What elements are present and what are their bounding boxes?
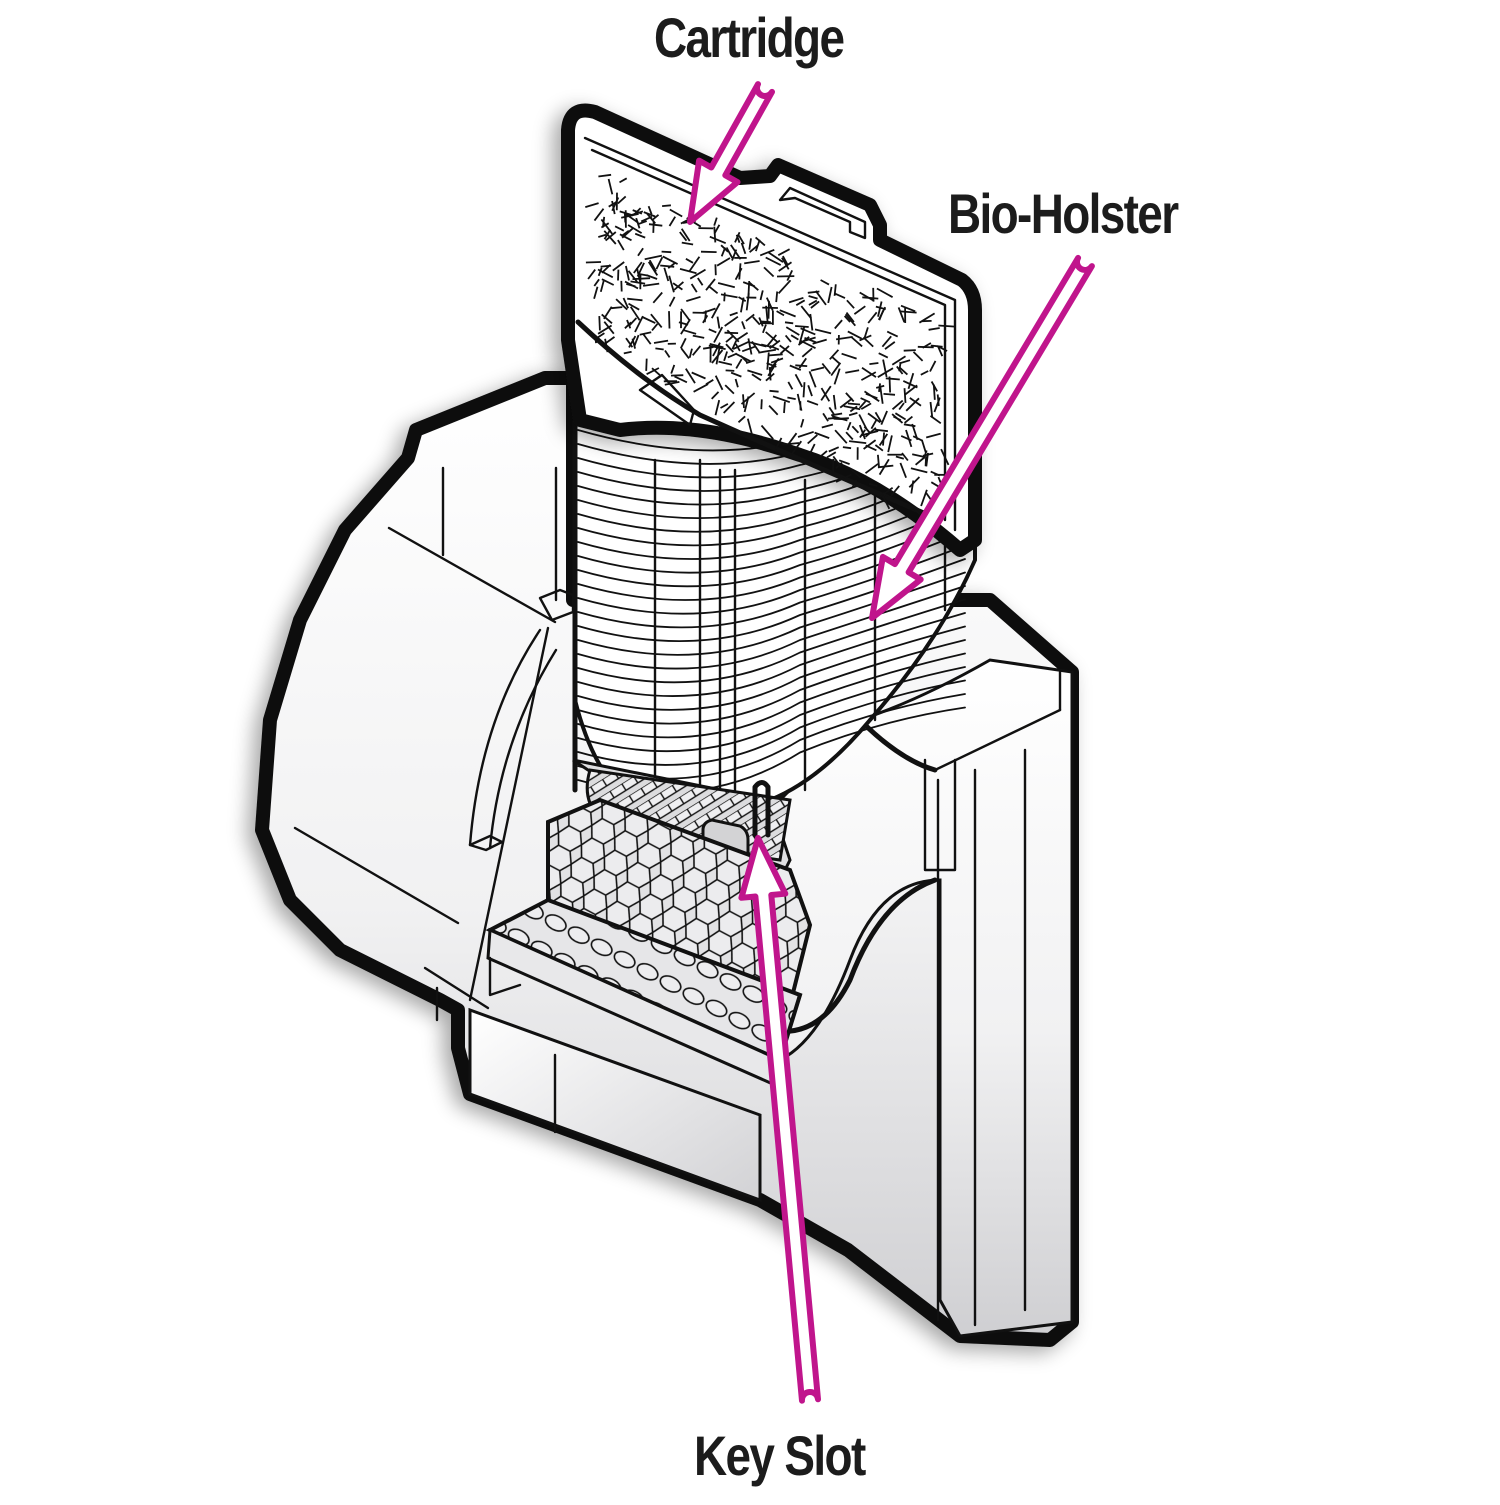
fiber-mark bbox=[784, 402, 785, 413]
fiber-mark bbox=[848, 404, 860, 405]
fiber-mark bbox=[599, 316, 600, 330]
fiber-mark bbox=[918, 347, 934, 348]
fiber-mark bbox=[743, 394, 744, 408]
fiber-mark bbox=[601, 266, 612, 267]
fiber-mark bbox=[843, 447, 851, 448]
fiber-mark bbox=[714, 227, 715, 243]
fiber-mark bbox=[726, 370, 735, 371]
label-cartridge: Cartridge bbox=[654, 10, 843, 66]
fiber-mark bbox=[884, 394, 896, 395]
fiber-mark bbox=[662, 205, 671, 206]
fiber-mark bbox=[905, 388, 906, 403]
fiber-mark bbox=[646, 359, 647, 371]
fiber-mark bbox=[586, 262, 601, 263]
fiber-mark bbox=[748, 281, 749, 297]
fiber-mark bbox=[795, 326, 809, 327]
fiber-mark bbox=[890, 377, 891, 393]
fiber-mark bbox=[785, 322, 793, 323]
fiber-mark bbox=[934, 385, 935, 400]
fiber-mark bbox=[611, 307, 622, 308]
fiber-mark bbox=[904, 350, 916, 351]
fiber-mark bbox=[770, 391, 779, 392]
label-bio-holster: Bio-Holster bbox=[948, 186, 1177, 242]
fiber-mark bbox=[761, 399, 762, 409]
fiber-mark bbox=[595, 335, 596, 343]
fiber-mark bbox=[761, 322, 771, 323]
fiber-mark bbox=[724, 293, 725, 302]
fiber-mark bbox=[655, 348, 663, 349]
fiber-mark bbox=[926, 456, 927, 466]
fiber-mark bbox=[768, 354, 783, 355]
fiber-mark bbox=[938, 326, 955, 327]
fiber-mark bbox=[938, 394, 939, 406]
fiber-mark bbox=[669, 311, 670, 328]
label-key-slot: Key Slot bbox=[694, 1428, 865, 1484]
fiber-mark bbox=[776, 292, 777, 303]
fiber-mark bbox=[869, 363, 878, 364]
fiber-mark bbox=[769, 301, 770, 319]
fiber-mark bbox=[662, 252, 672, 253]
fiber-mark bbox=[804, 382, 805, 397]
fiber-mark bbox=[633, 278, 651, 279]
fiber-mark bbox=[878, 455, 879, 468]
fiber-mark bbox=[739, 263, 740, 279]
fiber-mark bbox=[886, 378, 900, 379]
